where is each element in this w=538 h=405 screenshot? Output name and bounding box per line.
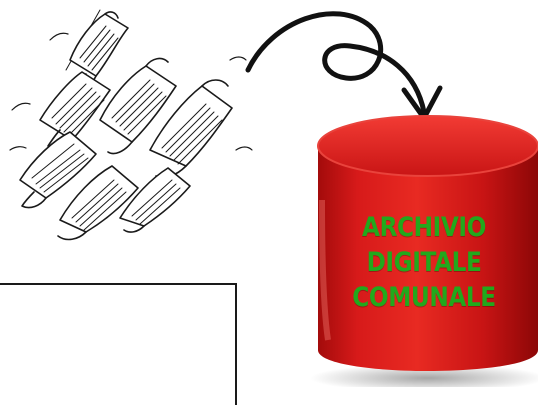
database-label: ARCHIVIO DIGITALE COMUNALE <box>333 210 515 315</box>
database-label-line-1: ARCHIVIO <box>333 210 515 245</box>
database-label-line-2: DIGITALE <box>333 245 515 280</box>
database-label-line-3: COMUNALE <box>333 280 515 315</box>
illustration-canvas: ARCHIVIO DIGITALE COMUNALE <box>0 0 538 387</box>
